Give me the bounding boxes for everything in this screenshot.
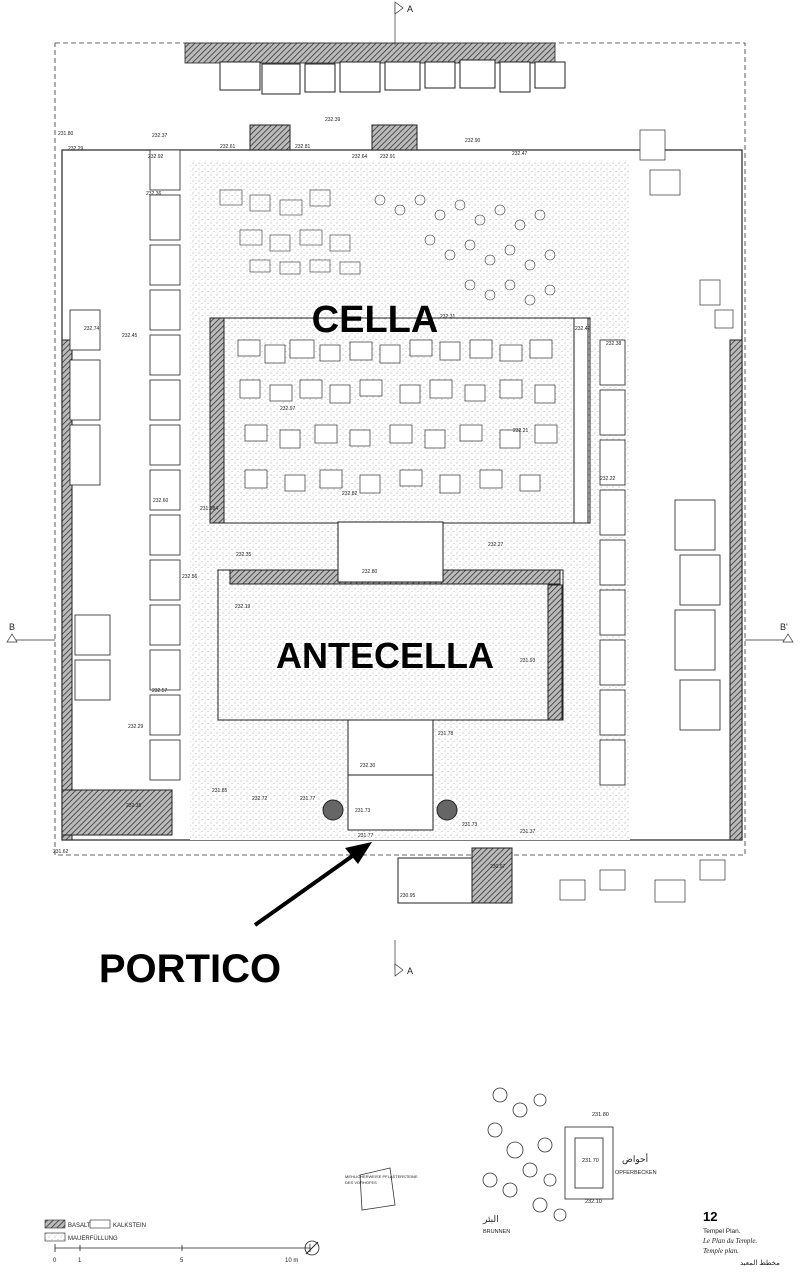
elevation-label: 232.30 (360, 763, 376, 769)
figure-number: 12 (703, 1209, 717, 1224)
elevation-label: 232.57 (152, 688, 168, 694)
elevation-label: 231.80 (58, 131, 74, 137)
north-wall (184, 42, 566, 95)
enclosure-walls (61, 124, 743, 841)
caption-de: Tempel Plan. (703, 1228, 741, 1235)
elevation-label: 232.27 (488, 542, 504, 548)
elevation-label: 231.62 (53, 849, 69, 855)
elevation-label: 232.29 (128, 724, 144, 730)
section-arrows (6, 1, 794, 977)
inset-brunnen: BRUNNEN (483, 1229, 510, 1235)
inset-elev-top: 231.80 (592, 1112, 609, 1118)
north-court-cobbles (219, 189, 556, 306)
legend-swatches (44, 1219, 111, 1242)
elevation-label: 232.82 (342, 491, 358, 497)
elevation-label: 232.29 (68, 146, 84, 152)
cella-paving-stones (237, 339, 558, 494)
elevation-label: 230.97 (490, 864, 506, 870)
elevation-label: 232.38 (606, 341, 622, 347)
antecella-room (217, 521, 564, 721)
elevation-label: 232.22 (600, 476, 616, 482)
inset-note-line1: MEHLICHERWEISE PFLASTERSTEINE (345, 1174, 418, 1179)
elevation-label: 232.39 (325, 117, 341, 123)
inset-opferbecken-ar: أحواض (622, 1152, 648, 1165)
elevation-label: 232.36 (146, 191, 162, 197)
elevation-label: 232.31 (440, 314, 456, 320)
elevation-label: 231.37 (520, 829, 536, 835)
elevation-label: 231.73 (462, 822, 478, 828)
elevation-label: 231.78 (438, 731, 454, 737)
caption-fr: Le Plan du Temple. (702, 1237, 757, 1245)
elevation-label: 232.90 (465, 138, 481, 144)
scale-tick-5: 5 (180, 1258, 184, 1264)
scale-tick-1: 1 (78, 1258, 82, 1264)
scale-tick-10: 10 m (285, 1258, 298, 1264)
elevation-label: 231.984 (200, 506, 218, 512)
caption-en: Temple plan. (703, 1247, 739, 1255)
elevation-label: 232.47 (512, 151, 528, 157)
elevation-label: 232.60 (153, 498, 169, 504)
elevation-label: 232.91 (380, 154, 396, 160)
elevation-label: 232.92 (148, 154, 164, 160)
elevation-label: 232.61 (220, 144, 236, 150)
caption-ar: مخطط المعبد (740, 1259, 780, 1267)
elevation-label: 231.85 (212, 788, 228, 794)
elevation-label: 231.93 (520, 658, 536, 664)
label-antecella: ANTECELLA (276, 635, 494, 676)
elevation-label: 232.97 (280, 406, 296, 412)
section-a-bottom: A (407, 966, 413, 976)
inset-brunnen-ar: البئر (482, 1214, 499, 1225)
elevation-label: 232.72 (252, 796, 268, 802)
elevation-label: 231.73 (355, 808, 371, 814)
elevation-label: 230.95 (400, 893, 416, 899)
elevation-label: 232.35 (236, 552, 252, 558)
inset-elev-mid: 231.70 (582, 1158, 599, 1164)
east-scatter-stones (559, 129, 734, 903)
legend-basalt: BASALT (68, 1223, 91, 1229)
inset-elev-bottom: 232.10 (585, 1199, 602, 1205)
label-portico: PORTICO (99, 947, 281, 991)
scale-bar (54, 1244, 311, 1252)
elevation-label: 231.77 (358, 833, 374, 839)
elevation-label: 232.45 (122, 333, 138, 339)
north-arrow-icon (304, 1240, 320, 1256)
elevation-label: 232.81 (295, 144, 311, 150)
inset-basin-plan (359, 1087, 614, 1222)
label-cella: CELLA (312, 299, 439, 341)
elevation-label: 231.77 (300, 796, 316, 802)
portico-arrow (253, 842, 372, 927)
legend-kalkstein: KALKSTEIN (113, 1223, 146, 1229)
east-wall-blocks (599, 339, 721, 786)
elevation-label: 232.42 (575, 326, 591, 332)
elevation-labels: 232.39 232.37 232.61 232.81 232.64 232.9… (53, 117, 622, 899)
section-b-left: B (9, 622, 15, 632)
elevation-label: 232.21 (513, 428, 529, 434)
cella-room (209, 317, 591, 524)
elevation-label: 232.64 (352, 154, 368, 160)
legend-mauerfuellung: MAUERFÜLLUNG (68, 1235, 118, 1242)
section-a-top: A (407, 4, 413, 14)
inset-opferbecken: OPFERBECKEN (615, 1170, 657, 1176)
elevation-label: 232.74 (84, 326, 100, 332)
elevation-label: 232.56 (182, 574, 198, 580)
elevation-label: 232.37 (152, 133, 168, 139)
elevation-label: 232.80 (362, 569, 378, 575)
scale-tick-0: 0 (53, 1258, 57, 1264)
section-b-right: B' (780, 622, 788, 632)
elevation-label: 232.19 (235, 604, 251, 610)
elevation-label: 232.35 (126, 803, 142, 809)
inset-note-line2: DES VORHOFES (345, 1180, 377, 1185)
west-wall-blocks (69, 149, 181, 781)
portico-area (322, 719, 513, 904)
